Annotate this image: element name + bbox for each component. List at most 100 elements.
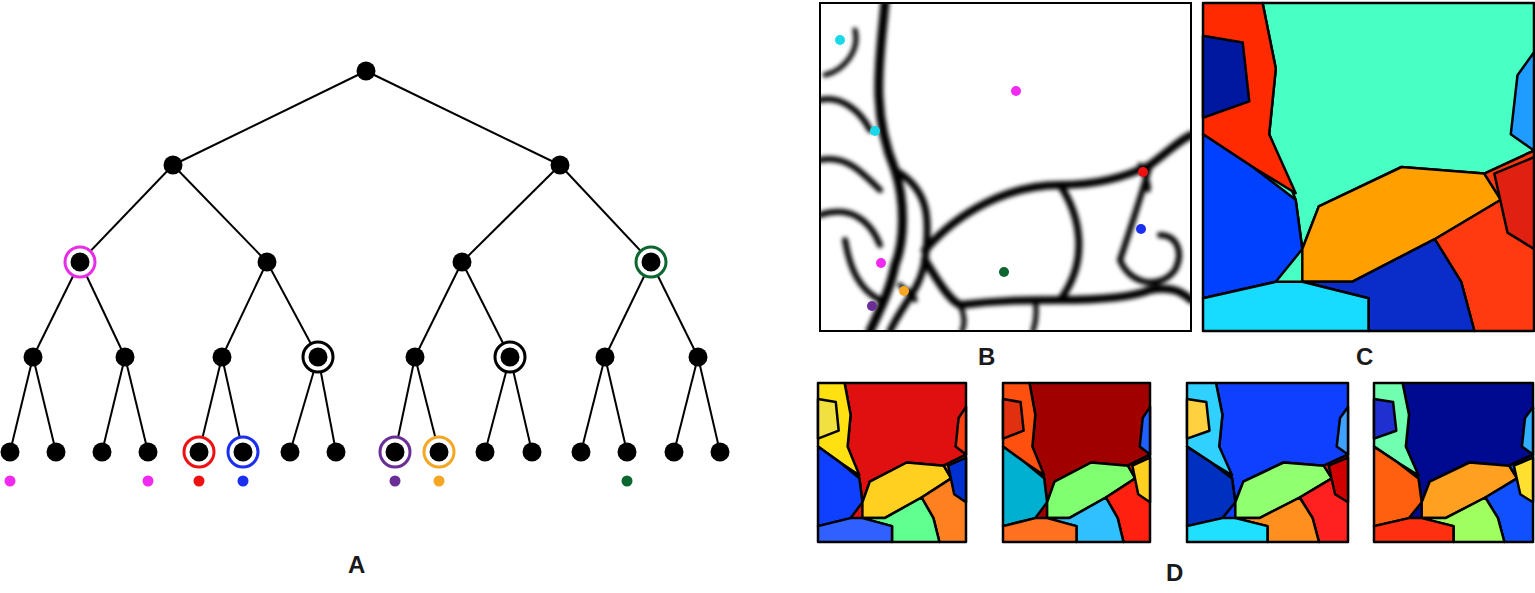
- segment-region: [1522, 407, 1533, 455]
- tree-node: [453, 253, 472, 272]
- panel-label: C: [1356, 345, 1373, 369]
- tree-node: [596, 348, 615, 367]
- tree-edge: [415, 262, 462, 357]
- tree-node: [501, 348, 520, 367]
- segment-region: [1187, 447, 1235, 526]
- tree-node: [190, 443, 209, 462]
- tree-node: [213, 348, 232, 367]
- tree-edge: [674, 357, 698, 452]
- segmentation-panel: [1203, 3, 1534, 331]
- segment-region: [1003, 399, 1024, 439]
- panel-border: [1003, 383, 1150, 542]
- highlight-ring: [636, 247, 666, 277]
- tree-node: [618, 443, 637, 462]
- seed-dot: [390, 476, 401, 487]
- tree-edge: [125, 357, 148, 452]
- boundary-map: [820, 3, 1191, 331]
- segmentation-panel: [1003, 383, 1150, 542]
- segment-region: [1140, 407, 1150, 455]
- highlight-ring: [65, 247, 95, 277]
- tree-node: [139, 443, 158, 462]
- tree-edge: [102, 357, 125, 452]
- tree-node: [572, 443, 591, 462]
- segmentation-panel: [818, 383, 966, 542]
- tree-node: [476, 443, 495, 462]
- segment-region: [1003, 518, 1077, 542]
- tree-node: [1, 443, 20, 462]
- segment-region: [1374, 518, 1454, 542]
- tree-edge: [462, 165, 560, 262]
- tree-edge: [80, 165, 173, 262]
- panel-border: [1203, 3, 1534, 331]
- tree-node: [258, 253, 277, 272]
- tree-edge: [581, 357, 605, 452]
- segment-region: [1203, 36, 1249, 118]
- tree-edge: [560, 165, 651, 262]
- panel-border: [1187, 383, 1348, 542]
- tree-node: [71, 253, 90, 272]
- tree-edge: [698, 357, 720, 452]
- segment-region: [818, 447, 862, 526]
- segment-region: [1203, 134, 1302, 298]
- tree-node: [430, 443, 449, 462]
- panel-border: [1374, 383, 1533, 542]
- tree-node: [711, 443, 730, 462]
- segment-region: [1187, 518, 1268, 542]
- highlight-ring: [380, 437, 410, 467]
- tree-node: [642, 253, 661, 272]
- tree-node: [386, 443, 405, 462]
- segmentation-panel: [1374, 383, 1533, 542]
- segment-region: [1329, 458, 1348, 503]
- tree-edge: [33, 357, 56, 452]
- segment-region: [1132, 458, 1150, 503]
- segment-region: [818, 399, 839, 439]
- panel-border: [818, 383, 966, 542]
- highlight-ring: [424, 437, 454, 467]
- seed-dot: [194, 476, 205, 487]
- segment-region: [1514, 458, 1533, 503]
- tree-node: [689, 348, 708, 367]
- segment-region: [1187, 399, 1210, 439]
- segment-region: [1374, 399, 1396, 439]
- segment-region: [1511, 52, 1534, 150]
- tree-edge: [10, 357, 33, 452]
- tree-edge: [366, 71, 560, 165]
- tree-node: [24, 348, 43, 367]
- highlight-ring: [303, 342, 333, 372]
- segmentation-panel: [1187, 383, 1348, 542]
- tree-node: [309, 348, 328, 367]
- segment-region: [1203, 282, 1369, 331]
- seed-dot: [5, 476, 16, 487]
- tree-node: [523, 443, 542, 462]
- tree-node: [47, 443, 66, 462]
- binary-tree: [1, 62, 730, 487]
- highlight-ring: [228, 437, 258, 467]
- panel-label: A: [348, 553, 365, 577]
- tree-node: [281, 443, 300, 462]
- tree-node: [357, 62, 376, 81]
- tree-node: [164, 156, 183, 175]
- tree-edge: [605, 357, 627, 452]
- tree-node: [327, 443, 346, 462]
- seed-dot: [622, 476, 633, 487]
- segment-region: [956, 407, 966, 455]
- segment-region: [1337, 407, 1348, 455]
- tree-node: [234, 443, 253, 462]
- tree-node: [665, 443, 684, 462]
- seed-dot: [238, 476, 249, 487]
- tree-edge: [173, 71, 366, 165]
- segment-region: [1003, 447, 1047, 526]
- panel-label: D: [1166, 561, 1183, 585]
- seed-dot: [434, 476, 445, 487]
- tree-node: [551, 156, 570, 175]
- segment-region: [1494, 157, 1534, 249]
- tree-node: [93, 443, 112, 462]
- tree-edge: [222, 262, 267, 357]
- highlight-ring: [184, 437, 214, 467]
- segmentation-panels: [818, 3, 1534, 542]
- panel-label: B: [978, 345, 995, 369]
- tree-node: [116, 348, 135, 367]
- highlight-ring: [495, 342, 525, 372]
- seed-dot: [143, 476, 154, 487]
